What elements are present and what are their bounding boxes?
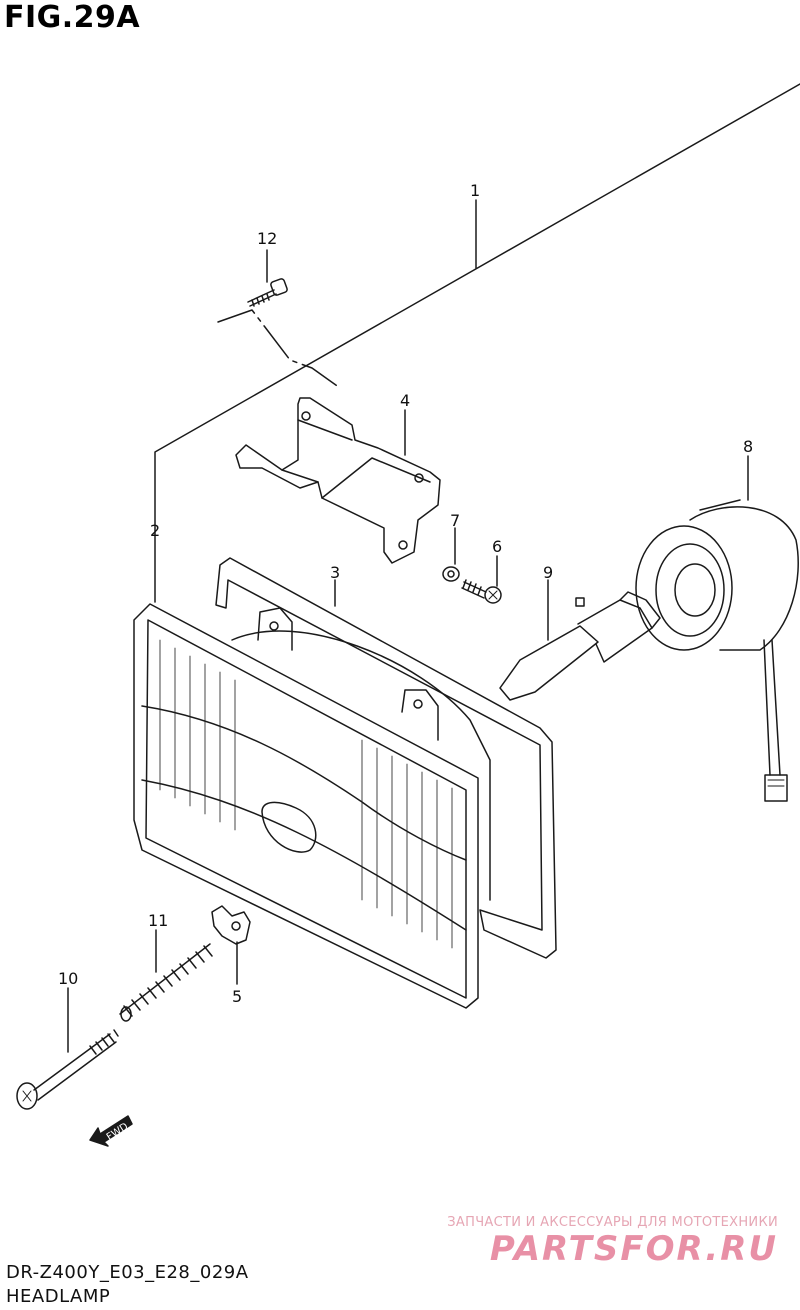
callout-6: 6 (492, 537, 502, 556)
part-5-clip-nut (211, 905, 251, 985)
callout-2: 2 (150, 521, 160, 540)
diagram-model-code: DR-Z400Y_E03_E28_029A (6, 1262, 249, 1283)
part-4-bracket (235, 397, 441, 564)
assembly-bracket-line (154, 83, 800, 603)
part-10-adjust-screw (16, 987, 119, 1110)
callout-10: 10 (58, 969, 78, 988)
part-11-spring (119, 929, 213, 1022)
callout-3: 3 (330, 563, 340, 582)
part-6-screw (461, 555, 502, 604)
callout-12: 12 (257, 229, 277, 248)
callout-9: 9 (543, 563, 553, 582)
part-12-screw (247, 249, 288, 307)
part-3-housing (215, 557, 557, 959)
callout-11: 11 (148, 911, 168, 930)
callout-5: 5 (232, 987, 242, 1006)
part-2-lens-unit (133, 603, 479, 1009)
forward-arrow-icon (89, 1115, 133, 1147)
figure-title: FIG.29A (4, 0, 141, 35)
watermark-logo: PARTSFOR.RU (489, 1229, 778, 1269)
section-name: HEADLAMP (6, 1286, 111, 1307)
part-9-bulb (499, 579, 661, 701)
callout-4: 4 (400, 391, 410, 410)
watermark-tagline: ЗАПЧАСТИ И АКСЕССУАРЫ ДЛЯ МОТОТЕХНИКИ (447, 1215, 778, 1230)
callout-8: 8 (743, 437, 753, 456)
callout-1: 1 (470, 181, 480, 200)
part-7-washer (442, 527, 460, 582)
part-8-socket-cover (635, 455, 799, 802)
callout-7: 7 (450, 511, 460, 530)
